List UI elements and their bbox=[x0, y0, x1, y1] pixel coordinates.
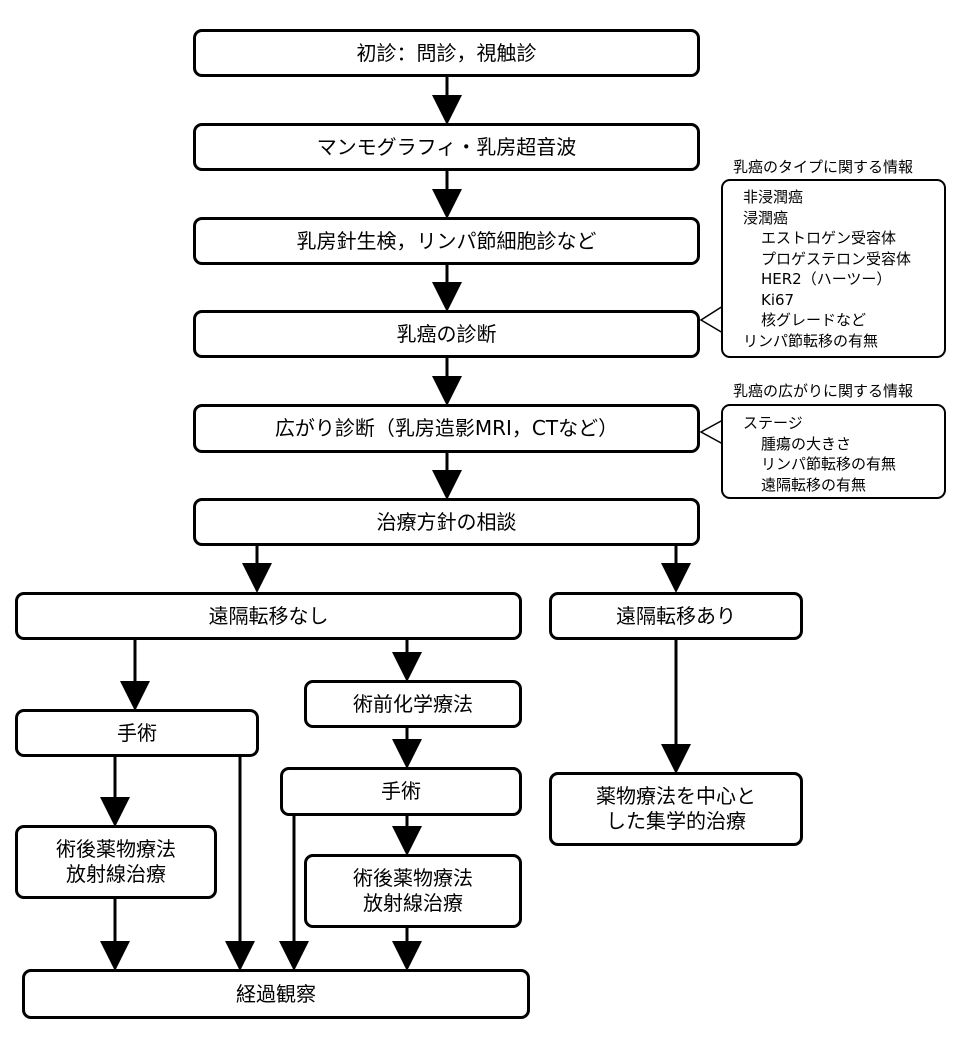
no-metastasis-box: 遠隔転移なし bbox=[15, 592, 522, 640]
neoadjuvant-box: 術前化学療法 bbox=[304, 680, 522, 728]
spread-info-caption: 乳癌の広がりに関する情報 bbox=[733, 382, 914, 400]
drug-therapy-box: 薬物療法を中心と した集学的治療 bbox=[549, 772, 803, 846]
biopsy-box: 乳房針生検，リンパ節細胞診など bbox=[193, 217, 700, 265]
drug-therapy-line-1: 薬物療法を中心と bbox=[596, 784, 756, 808]
metastasis-label: 遠隔転移あり bbox=[616, 603, 736, 628]
surgery-left-label: 手術 bbox=[117, 720, 157, 745]
surgery-right-box: 手術 bbox=[280, 767, 522, 816]
treatment-consult-label: 治療方針の相談 bbox=[376, 509, 517, 534]
postop-left-line-2: 放射線治療 bbox=[66, 862, 166, 886]
postop-right-line-2: 放射線治療 bbox=[363, 891, 463, 915]
spread-diagnosis-label: 広がり診断（乳房造影MRI，CTなど） bbox=[274, 416, 619, 440]
type-info-item: リンパ節転移の有無 bbox=[743, 331, 879, 350]
postop-left-line-1: 術後薬物療法 bbox=[56, 837, 176, 861]
initial-exam-label: 初診：問診，視触診 bbox=[356, 40, 537, 65]
postop-right-box: 術後薬物療法 放射線治療 bbox=[304, 854, 522, 928]
spread-info-pointer bbox=[699, 419, 724, 445]
type-info-caption: 乳癌のタイプに関する情報 bbox=[733, 158, 914, 176]
follow-up-label: 経過観察 bbox=[236, 981, 316, 1006]
surgery-right-label: 手術 bbox=[381, 779, 421, 803]
spread-info-box: ステージ 腫瘍の大きさ リンパ節転移の有無 遠隔転移の有無 bbox=[721, 404, 946, 499]
postop-left-box: 術後薬物療法 放射線治療 bbox=[15, 825, 217, 899]
spread-info-item: 腫瘍の大きさ bbox=[761, 434, 852, 453]
surgery-left-box: 手術 bbox=[15, 709, 259, 757]
drug-therapy-line-2: した集学的治療 bbox=[606, 809, 746, 833]
neoadjuvant-label: 術前化学療法 bbox=[353, 691, 473, 716]
type-info-item: 浸潤癌 bbox=[743, 208, 789, 227]
imaging-box: マンモグラフィ・乳房超音波 bbox=[193, 123, 700, 171]
diagnosis-box: 乳癌の診断 bbox=[193, 310, 700, 358]
biopsy-label: 乳房針生検，リンパ節細胞診など bbox=[296, 228, 597, 253]
spread-info-item: ステージ bbox=[743, 414, 803, 432]
spread-info-item: 遠隔転移の有無 bbox=[761, 475, 867, 494]
treatment-consult-box: 治療方針の相談 bbox=[193, 498, 700, 546]
postop-right-line-1: 術後薬物療法 bbox=[353, 866, 473, 890]
no-metastasis-label: 遠隔転移なし bbox=[208, 603, 329, 628]
spread-info-item: リンパ節転移の有無 bbox=[761, 455, 897, 473]
diagnosis-label: 乳癌の診断 bbox=[396, 321, 497, 346]
type-info-item: 核グレードなど bbox=[761, 311, 867, 329]
type-info-box: 非浸潤癌 浸潤癌 エストロゲン受容体 プロゲステロン受容体 HER2（ハーツー）… bbox=[721, 179, 946, 358]
type-info-item: プロゲステロン受容体 bbox=[761, 249, 912, 268]
imaging-label: マンモグラフィ・乳房超音波 bbox=[316, 134, 577, 159]
initial-exam-box: 初診：問診，視触診 bbox=[193, 29, 700, 77]
type-info-item: エストロゲン受容体 bbox=[761, 229, 897, 247]
type-info-item: 非浸潤癌 bbox=[743, 188, 804, 206]
metastasis-box: 遠隔転移あり bbox=[549, 592, 803, 640]
follow-up-box: 経過観察 bbox=[22, 969, 530, 1019]
spread-diagnosis-box: 広がり診断（乳房造影MRI，CTなど） bbox=[193, 404, 700, 453]
type-info-pointer bbox=[699, 305, 724, 334]
type-info-item: HER2（ハーツー） bbox=[761, 270, 892, 288]
type-info-item: Ki67 bbox=[761, 290, 795, 309]
